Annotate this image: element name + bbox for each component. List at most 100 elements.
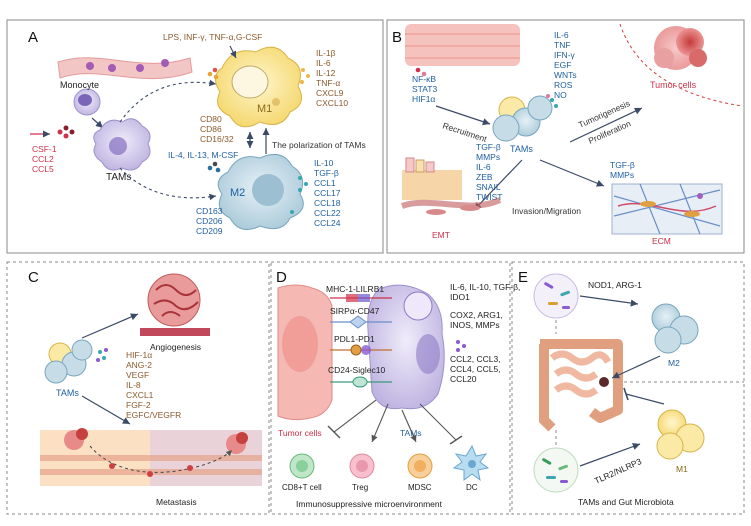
- e-m1-cluster: [656, 409, 705, 460]
- cd8-label: CD8+T cell: [282, 483, 322, 492]
- m1-marker-2: CD86: [200, 124, 222, 134]
- m1-marker-3: CD16/32: [200, 134, 234, 144]
- m1-secreted-4: TNF-α: [316, 78, 340, 88]
- c-factor-2: ANG-2: [126, 360, 152, 370]
- b-cytokine-6: ROS: [554, 80, 573, 90]
- dc-cell: [452, 444, 490, 482]
- m2-marker-3: CD209: [196, 226, 223, 236]
- emt-factor-5: SNAIL: [476, 182, 501, 192]
- panel-c-border: [6, 261, 270, 515]
- m2-secreted-1: IL-10: [314, 158, 334, 168]
- m1-cell: [215, 46, 303, 128]
- m1-secreted-5: CXCL9: [316, 88, 344, 98]
- m2-stimuli: IL-4, IL-13, M-CSF: [168, 150, 238, 160]
- panel-label-c: C: [28, 269, 39, 286]
- panel-d: Tumor cells TAMs MHC-1-LILRB1 SIRPα-CD47…: [277, 282, 520, 509]
- polarization-label: The polarization of TAMs: [272, 140, 366, 150]
- blood-vessel: [57, 57, 193, 80]
- cd8-t-cell: [289, 453, 315, 479]
- panel-e-border: [511, 261, 745, 515]
- emt-label: EMT: [432, 230, 450, 240]
- mdsc-label: MDSC: [408, 483, 432, 492]
- m2-secreted-4: CCL17: [314, 188, 341, 198]
- tams-label: TAMs: [106, 172, 131, 183]
- d-secreted-3b: CCL4, CCL5,: [450, 364, 501, 374]
- pair-4-label: CD24-Siglec10: [328, 365, 385, 375]
- recruitment-label: Recruitment: [441, 120, 488, 144]
- mdsc-cell: [407, 453, 433, 479]
- e-m2-label: M2: [668, 358, 680, 368]
- microbiota-top: [533, 273, 579, 319]
- m2-cell: [217, 153, 304, 231]
- monocyte-label: Monocyte: [60, 80, 99, 90]
- panel-a-border: [6, 19, 384, 254]
- b-cytokine-3: IFN-γ: [554, 50, 576, 60]
- c-factor-7: EGFC/VEGFR: [126, 410, 181, 420]
- ccl5-label: CCL5: [32, 164, 54, 174]
- panel-label-b: B: [392, 29, 402, 46]
- m1-stimuli: LPS, INF-γ, TNF-α,G-CSF: [163, 32, 262, 42]
- panel-label-a: A: [28, 29, 38, 46]
- e-m2-cluster: [651, 303, 699, 354]
- c-tam-cluster: [44, 339, 108, 384]
- microbiota-bottom: [533, 447, 579, 493]
- d-secreted-3c: CCL20: [450, 374, 477, 384]
- b-factor-1: NF-κB: [412, 74, 436, 84]
- m2-secreted-7: CCL24: [314, 218, 341, 228]
- d-tumor-cells-label: Tumor cells: [278, 428, 322, 438]
- b-cytokine-5: WNTs: [554, 70, 577, 80]
- angiogenesis-label: Angiogenesis: [150, 342, 201, 352]
- pair-3-label: PDL1-PD1: [334, 334, 375, 344]
- csf1-label: CSF-1: [32, 144, 57, 154]
- d-secreted-1a: IL-6, IL-10, TGF-β,: [450, 282, 520, 292]
- b-tam-cluster: [492, 94, 558, 142]
- d-secreted-2a: COX2, ARG1,: [450, 310, 503, 320]
- tumor-cells-cluster: [654, 26, 707, 70]
- b-cytokine-2: TNF: [554, 40, 571, 50]
- treg-label: Treg: [352, 483, 368, 492]
- d-secreted-1b: IDO1: [450, 292, 470, 302]
- dc-label: DC: [466, 483, 478, 492]
- m1-secreted-1: IL-1β: [316, 48, 336, 58]
- ecm-illustration: [611, 183, 723, 235]
- m2-label: M2: [230, 187, 245, 199]
- panel-label-d: D: [276, 269, 287, 286]
- c-factor-1: HIF-1α: [126, 350, 152, 360]
- nod1-label: NOD1, ARG-1: [588, 280, 642, 290]
- panel-label-e: E: [518, 269, 528, 286]
- panel-b-border: [386, 19, 745, 254]
- c-factor-6: FGF-2: [126, 400, 151, 410]
- c-tams-label: TAMs: [56, 388, 79, 398]
- intestine-illustration: [539, 339, 623, 432]
- panel-a: Monocyte TAMs CSF-1 CCL2 CCL5 M1 LPS, IN…: [30, 32, 366, 236]
- m2-secreted-3: CCL1: [314, 178, 336, 188]
- m2-secreted-5: CCL18: [314, 198, 341, 208]
- m1-secreted-3: IL-12: [316, 68, 336, 78]
- m2-secreted-6: CCL22: [314, 208, 341, 218]
- d-tam-cell: [367, 284, 445, 410]
- metastasis-label: Metastasis: [156, 497, 197, 507]
- tissue-band: [405, 24, 520, 66]
- ccl2-label: CCL2: [32, 154, 54, 164]
- b-factor-3: HIF1α: [412, 94, 435, 104]
- invasion-label: Invasion/Migration: [512, 206, 581, 216]
- b-cytokine-1: IL-6: [554, 30, 569, 40]
- panel-e: NOD1, ARG-1 M2 TLR2/NLRP3: [533, 273, 744, 507]
- tam-cell: [93, 118, 151, 171]
- emt-factor-6: TWIST: [476, 192, 502, 202]
- metastasis-illustration: [40, 428, 262, 486]
- b-factor-2: STAT3: [412, 84, 437, 94]
- e-caption: TAMs and Gut Microbiota: [578, 497, 674, 507]
- m1-marker-1: CD80: [200, 114, 222, 124]
- c-factor-3: VEGF: [126, 370, 149, 380]
- d-tams-label: TAMs: [400, 428, 422, 438]
- ecm-factor-1: TGF-β: [610, 160, 635, 170]
- ecm-factor-2: MMPs: [610, 170, 634, 180]
- emt-factor-1: TGF-β: [476, 142, 501, 152]
- pair-2-label: SIRPα-CD47: [330, 306, 380, 316]
- ecm-label: ECM: [652, 236, 671, 246]
- m1-label: M1: [257, 103, 272, 115]
- b-tams-label: TAMs: [510, 144, 533, 154]
- emt-factor-3: IL-6: [476, 162, 491, 172]
